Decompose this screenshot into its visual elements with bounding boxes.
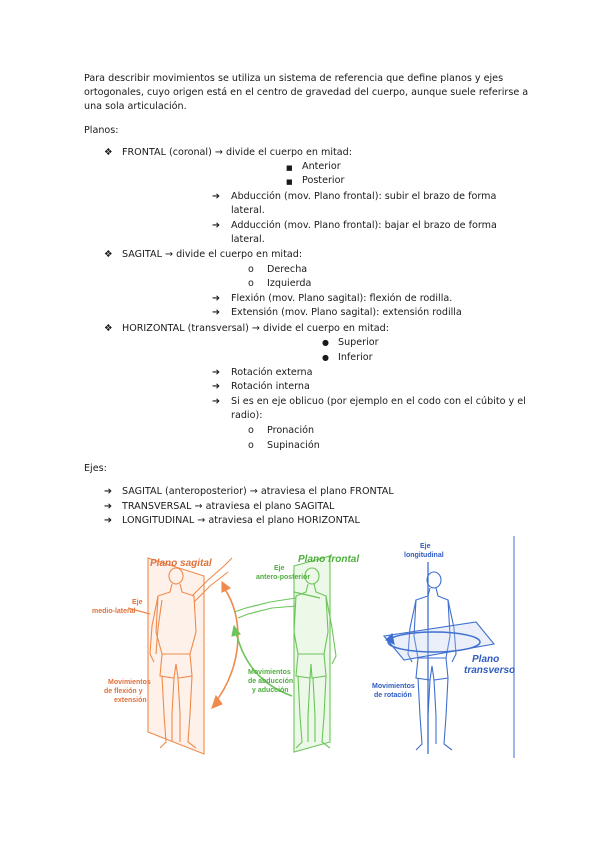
sagittal-movement-label: Movimientos (108, 679, 151, 686)
arrow-bullet-icon: ➔ (104, 486, 113, 497)
horizontal-inferior: Inferior (338, 352, 373, 363)
sagittal-movement-label-3: extensión (114, 697, 147, 704)
sagital-izquierda: Izquierda (267, 278, 312, 289)
horizontal-oblicuo-cont: radio): (231, 410, 263, 421)
frontal-abduccion-cont: lateral. (231, 205, 265, 216)
circle-bullet-icon: o (248, 264, 254, 275)
arrow-bullet-icon: ➔ (212, 367, 221, 378)
arrow-bullet-icon: ➔ (212, 191, 221, 202)
frontal-movement-label: Movimientos (248, 669, 291, 676)
transverse-movement-label: Movimientos (372, 683, 415, 690)
arrow-bullet-icon: ➔ (212, 293, 221, 304)
horizontal-oblicuo: Si es en eje oblicuo (por ejemplo en el … (231, 396, 526, 407)
sagital-title: SAGITAL → divide el cuerpo en mitad: (122, 249, 303, 260)
circle-bullet-icon: o (248, 425, 254, 436)
ejes-transversal: TRANSVERSAL → atraviesa el plano SAGITAL (122, 501, 335, 512)
transverse-title-2: transverso (464, 665, 515, 676)
frontal-anterior: Anterior (302, 161, 341, 172)
transverse-title: Plano (472, 654, 499, 665)
square-bullet-icon: ■ (286, 164, 293, 172)
arrow-bullet-icon: ➔ (212, 220, 221, 231)
frontal-axis-label-2: antero-posterior (256, 574, 310, 581)
arrow-bullet-icon: ➔ (212, 396, 221, 407)
horizontal-rotacion-interna: Rotación interna (231, 381, 310, 392)
sagital-extension: Extensión (mov. Plano sagital): extensió… (231, 307, 462, 318)
arrow-bullet-icon: ➔ (104, 515, 113, 526)
transverse-plane-figure (382, 562, 496, 754)
circle-bullet-icon: o (248, 278, 254, 289)
horizontal-rotacion-externa: Rotación externa (231, 367, 313, 378)
anatomical-planes-figure: Plano sagital Eje medio-lateral Movimien… (84, 536, 516, 758)
circle-bullet-icon: o (248, 440, 254, 451)
diamond-bullet-icon: ❖ (104, 249, 113, 260)
ejes-sagital: SAGITAL (anteroposterior) → atraviesa el… (122, 486, 394, 497)
horizontal-pronacion: Pronación (267, 425, 315, 436)
sagittal-axis-label: Eje (132, 599, 143, 606)
square-bullet-icon: ■ (286, 178, 293, 186)
ejes-longitudinal: LONGITUDINAL → atraviesa el plano HORIZO… (122, 515, 360, 526)
transverse-axis-label: Eje (420, 543, 431, 550)
frontal-movement-label-3: y aducción (252, 687, 289, 694)
frontal-axis-label: Eje (274, 565, 285, 572)
sagital-derecha: Derecha (267, 264, 308, 275)
arrow-bullet-icon: ➔ (212, 307, 221, 318)
frontal-title: FRONTAL (coronal) → divide el cuerpo en … (122, 147, 352, 158)
frontal-posterior: Posterior (302, 175, 345, 186)
arrow-bullet-icon: ➔ (104, 501, 113, 512)
diamond-bullet-icon: ❖ (104, 323, 113, 334)
sagittal-plane-figure (127, 557, 239, 755)
frontal-movement-label-2: de abducción (248, 678, 293, 685)
frontal-adduccion: Adducción (mov. Plano frontal): bajar el… (231, 220, 497, 231)
sagittal-title: Plano sagital (150, 558, 212, 569)
horizontal-supinacion: Supinación (267, 440, 320, 451)
diamond-bullet-icon: ❖ (104, 147, 113, 158)
dot-bullet-icon: ● (322, 338, 329, 347)
transverse-axis-label-2: longitudinal (404, 552, 444, 559)
frontal-title: Plano frontal (298, 554, 359, 565)
intro-line-2: ortogonales, cuyo origen está en el cent… (84, 87, 529, 98)
sagittal-axis-label-2: medio-lateral (92, 608, 136, 615)
transverse-movement-label-2: de rotación (374, 692, 412, 699)
arrow-bullet-icon: ➔ (212, 381, 221, 392)
planos-heading: Planos: (84, 125, 119, 136)
sagittal-movement-label-2: de flexión y (104, 688, 143, 695)
horizontal-superior: Superior (338, 337, 379, 348)
intro-line-1: Para describir movimientos se utiliza un… (84, 73, 504, 84)
frontal-adduccion-cont: lateral. (231, 234, 265, 245)
frontal-plane-figure (231, 555, 337, 753)
frontal-abduccion: Abducción (mov. Plano frontal): subir el… (231, 191, 497, 202)
dot-bullet-icon: ● (322, 353, 329, 362)
horizontal-title: HORIZONTAL (transversal) → divide el cue… (122, 323, 389, 334)
sagital-flexion: Flexión (mov. Plano sagital): flexión de… (231, 293, 453, 304)
ejes-heading: Ejes: (84, 463, 107, 474)
intro-line-3: una sola articulación. (84, 101, 187, 112)
